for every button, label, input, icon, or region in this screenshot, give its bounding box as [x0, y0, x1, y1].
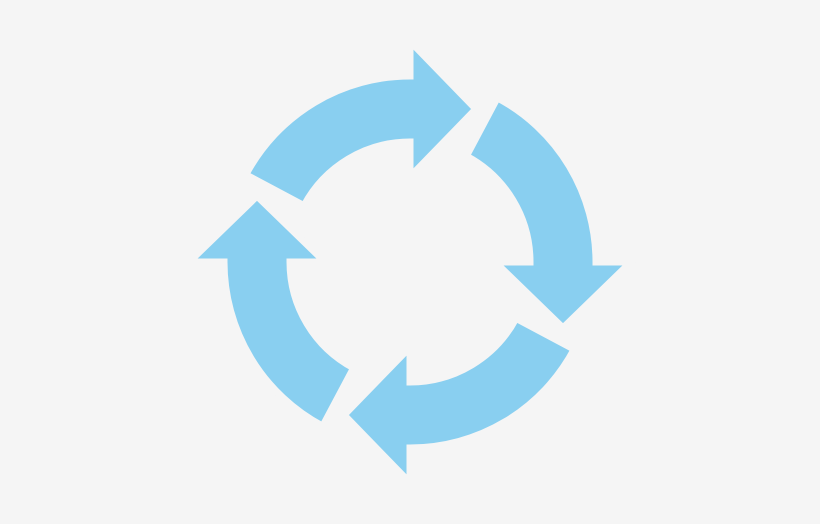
- cycle-arrows: [180, 32, 640, 492]
- arrow-bottom-right: [461, 93, 640, 333]
- arrow-top-left: [180, 191, 359, 431]
- arrow-bottom-left: [339, 313, 579, 492]
- arrow-top-right: [241, 32, 481, 211]
